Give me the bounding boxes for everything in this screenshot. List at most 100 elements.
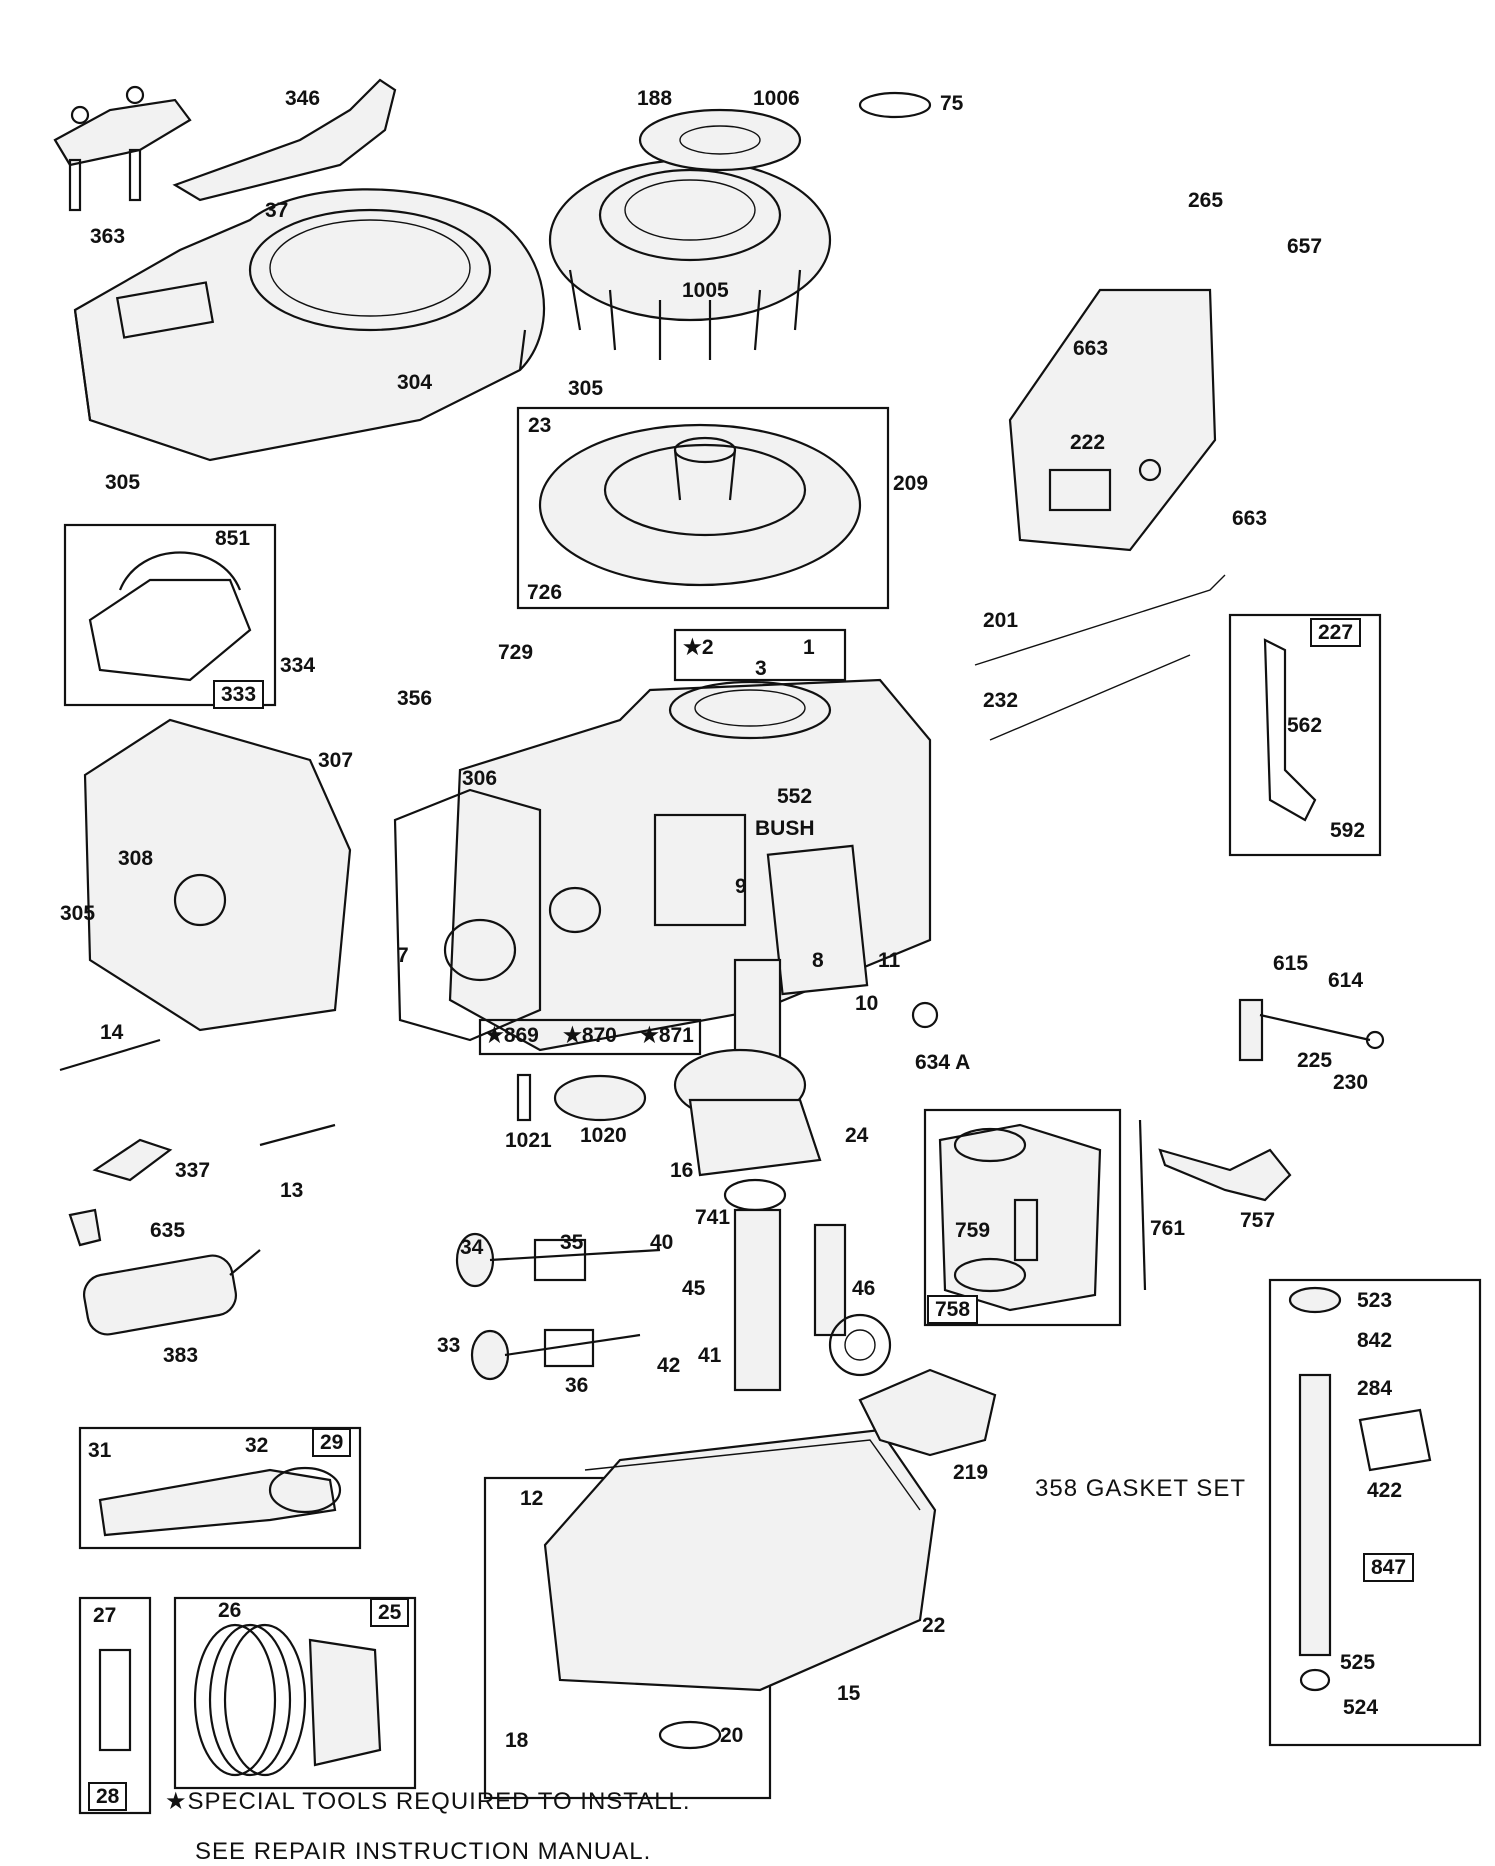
label-305c: 305 xyxy=(60,902,96,925)
label-1005: 1005 xyxy=(682,279,729,302)
label-284: 284 xyxy=(1357,1377,1393,1400)
label-422: 422 xyxy=(1367,1479,1403,1502)
part-851-harness xyxy=(88,551,252,682)
label-29: 29 xyxy=(312,1428,352,1457)
box-758 xyxy=(923,1108,1122,1327)
part-308-cylinder-head xyxy=(83,718,352,1032)
label-657: 657 xyxy=(1287,235,1323,258)
part-847-dipstick xyxy=(1288,1286,1432,1692)
part-valves xyxy=(455,1232,661,1381)
label-847: 847 xyxy=(1363,1553,1415,1582)
label-8: 8 xyxy=(812,949,824,972)
label-523: 523 xyxy=(1357,1289,1393,1312)
label-34: 34 xyxy=(460,1236,484,1259)
part-8-breather xyxy=(766,844,869,996)
box-847 xyxy=(1268,1278,1482,1747)
label-307: 307 xyxy=(318,749,354,772)
label-615: 615 xyxy=(1273,952,1309,975)
label-761: 761 xyxy=(1150,1217,1186,1240)
label-562: 562 xyxy=(1287,714,1323,737)
label-33: 33 xyxy=(437,1334,461,1357)
label-524: 524 xyxy=(1343,1696,1379,1719)
label-37: 37 xyxy=(265,199,289,222)
label-12: 12 xyxy=(520,1487,544,1510)
part-27-pin xyxy=(98,1648,132,1752)
label-851: 851 xyxy=(215,527,251,550)
label-27: 27 xyxy=(93,1604,117,1627)
part-29-connecting-rod xyxy=(98,1466,342,1537)
box-25 xyxy=(173,1596,417,1790)
label-star-871: ★871 xyxy=(640,1024,694,1047)
label-741: 741 xyxy=(695,1206,731,1229)
part-23-alternator xyxy=(538,423,862,587)
label-222: 222 xyxy=(1070,431,1106,454)
part-75-washer xyxy=(858,91,932,119)
label-726: 726 xyxy=(527,581,563,604)
label-35: 35 xyxy=(560,1231,584,1254)
label-227: 227 xyxy=(1310,618,1362,647)
part-13-screw xyxy=(259,1123,336,1147)
label-45: 45 xyxy=(682,1277,706,1300)
label-663b: 663 xyxy=(1232,507,1268,530)
part-14-bolt xyxy=(59,1038,161,1072)
part-1006-plate xyxy=(638,108,802,172)
label-308: 308 xyxy=(118,847,154,870)
label-26: 26 xyxy=(218,1599,242,1622)
label-13: 13 xyxy=(280,1179,304,1202)
part-635-elbow xyxy=(68,1208,102,1247)
label-bush: BUSH xyxy=(755,817,815,840)
label-552: 552 xyxy=(777,785,813,808)
part-20-seal xyxy=(658,1720,722,1750)
part-757-arm xyxy=(1158,1148,1292,1202)
part-337-plug xyxy=(92,1138,173,1182)
label-265: 265 xyxy=(1188,189,1224,212)
label-757: 757 xyxy=(1240,1209,1276,1232)
label-525: 525 xyxy=(1340,1651,1376,1674)
label-337: 337 xyxy=(175,1159,211,1182)
box-29 xyxy=(78,1426,362,1550)
part-232-link xyxy=(989,654,1191,741)
label-356: 356 xyxy=(397,687,433,710)
label-22: 22 xyxy=(922,1614,946,1637)
label-304: 304 xyxy=(397,371,433,394)
label-star-2: ★2 xyxy=(683,636,714,659)
box-23-alternator xyxy=(516,406,890,610)
label-225: 225 xyxy=(1297,1049,1333,1072)
box-227 xyxy=(1228,613,1382,857)
box-333 xyxy=(63,523,277,707)
part-1020-seal xyxy=(553,1074,647,1122)
label-634a: 634 A xyxy=(915,1051,971,1074)
label-11: 11 xyxy=(878,949,901,972)
gasket-set-note: 358 GASKET SET xyxy=(1035,1475,1246,1502)
label-15: 15 xyxy=(837,1682,861,1705)
label-232: 232 xyxy=(983,689,1019,712)
label-842: 842 xyxy=(1357,1329,1393,1352)
label-star-870: ★870 xyxy=(563,1024,617,1047)
label-305a: 305 xyxy=(568,377,604,400)
label-305b: 305 xyxy=(105,471,141,494)
part-758-governor xyxy=(938,1123,1102,1312)
part-227-lever xyxy=(1263,638,1317,822)
label-383: 383 xyxy=(163,1344,199,1367)
label-1021: 1021 xyxy=(505,1129,552,1152)
label-729: 729 xyxy=(498,641,534,664)
label-32: 32 xyxy=(245,1434,269,1457)
label-614: 614 xyxy=(1328,969,1364,992)
part-16-crankshaft xyxy=(673,958,822,1392)
label-18: 18 xyxy=(505,1729,529,1752)
label-24: 24 xyxy=(845,1124,869,1147)
label-759: 759 xyxy=(955,1219,991,1242)
part-304-blower-housing xyxy=(73,188,546,462)
label-363: 363 xyxy=(90,225,126,248)
part-634a-seal xyxy=(911,1001,939,1029)
label-41: 41 xyxy=(698,1344,722,1367)
label-star-869: ★869 xyxy=(485,1024,539,1047)
part-1005-flywheel xyxy=(548,158,832,360)
label-23: 23 xyxy=(528,414,552,437)
label-635: 635 xyxy=(150,1219,186,1242)
label-31: 31 xyxy=(88,1439,112,1462)
part-37-baffle xyxy=(172,78,397,202)
part-222-control-bracket xyxy=(1008,288,1217,552)
label-3: 3 xyxy=(755,657,767,680)
